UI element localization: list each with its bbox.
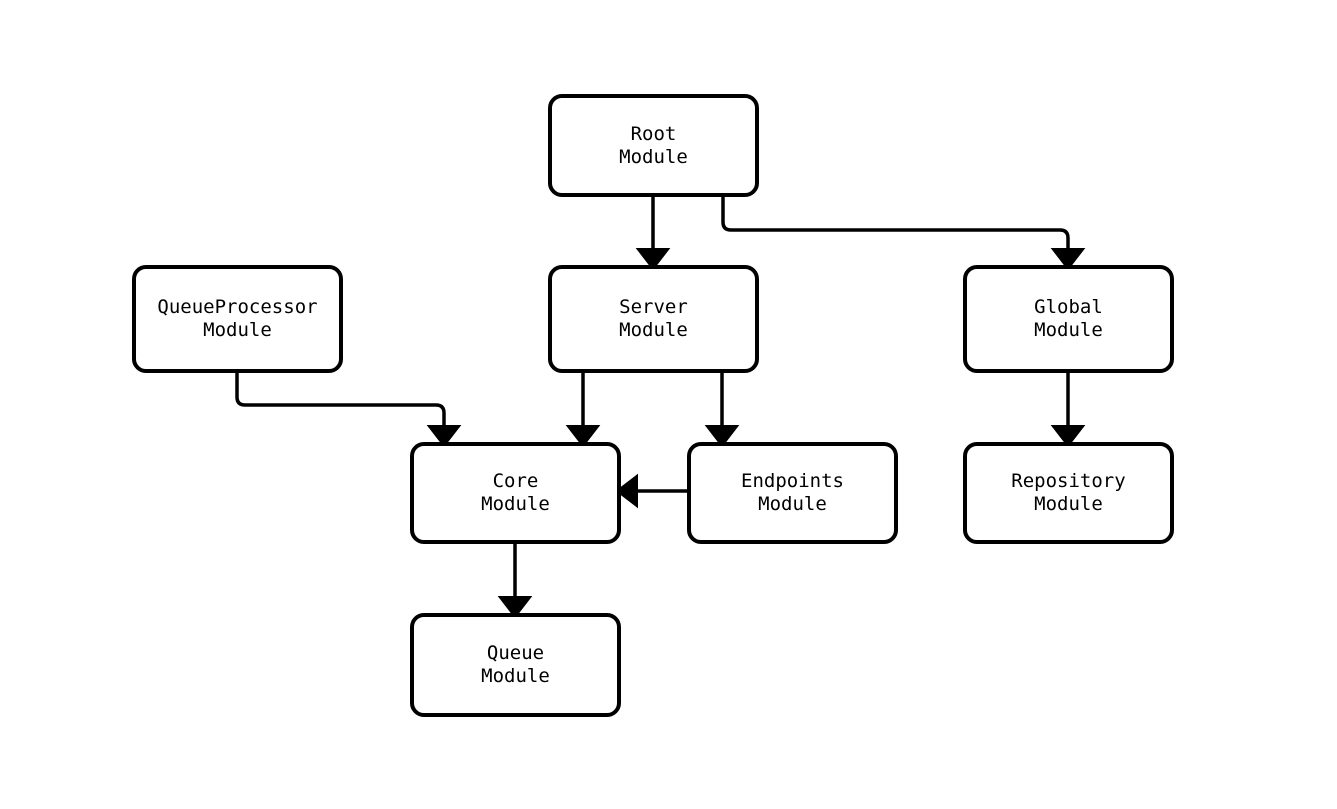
node-core-module[interactable]: Core Module <box>410 442 621 544</box>
node-global-module-label: Global Module <box>1034 296 1103 341</box>
node-repository-module[interactable]: Repository Module <box>963 442 1174 544</box>
node-root-module[interactable]: Root Module <box>548 94 759 197</box>
node-queueprocessor-module-label: QueueProcessor Module <box>157 296 318 341</box>
node-global-module[interactable]: Global Module <box>963 265 1174 373</box>
edge-root-to-global <box>721 197 1086 271</box>
node-endpoints-module[interactable]: Endpoints Module <box>687 442 898 544</box>
node-queueprocessor-module[interactable]: QueueProcessor Module <box>132 265 343 373</box>
node-root-module-label: Root Module <box>619 122 688 168</box>
node-repository-module-label: Repository Module <box>1011 470 1126 515</box>
node-endpoints-module-label: Endpoints Module <box>741 470 844 515</box>
node-core-module-label: Core Module <box>481 470 550 515</box>
node-server-module[interactable]: Server Module <box>548 265 759 373</box>
node-queue-module[interactable]: Queue Module <box>410 613 621 717</box>
edge-queueprocessor-to-core <box>235 373 462 448</box>
node-queue-module-label: Queue Module <box>481 642 550 687</box>
node-server-module-label: Server Module <box>619 296 688 341</box>
